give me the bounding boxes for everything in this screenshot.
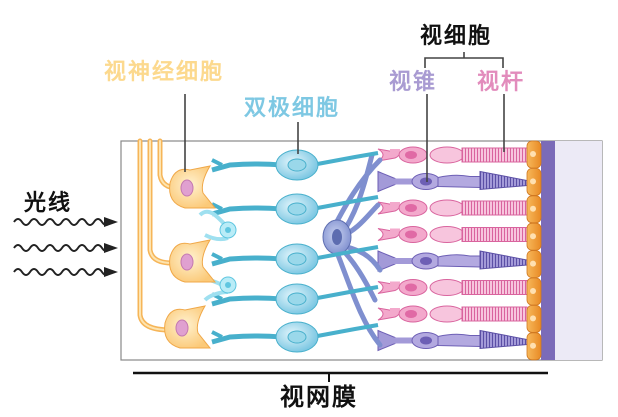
amacrine-cells bbox=[198, 209, 237, 302]
bipolar-cell bbox=[211, 283, 379, 315]
ganglion-cell bbox=[169, 165, 217, 209]
cone-cell bbox=[377, 250, 528, 272]
rod-cell bbox=[377, 279, 528, 296]
cone-cell bbox=[377, 170, 528, 193]
arrow-head-icon bbox=[104, 217, 118, 227]
horizontal-cell bbox=[322, 152, 383, 348]
arrow-head-icon bbox=[104, 243, 118, 253]
ganglion-cell bbox=[164, 305, 212, 349]
ganglion-layer bbox=[164, 165, 217, 349]
bipolar-layer bbox=[211, 149, 379, 353]
bipolar-cell bbox=[211, 321, 379, 353]
light-wave bbox=[13, 268, 111, 276]
photoreceptor-cells-label: 视细胞 bbox=[420, 24, 493, 49]
rod-cell bbox=[377, 226, 528, 243]
leader-lines bbox=[133, 52, 548, 382]
light-wave bbox=[13, 244, 111, 252]
rod-cell bbox=[377, 199, 528, 217]
bipolar-cell bbox=[211, 149, 379, 181]
ganglion-cells-label: 视神经细胞 bbox=[104, 60, 225, 85]
cone-cell bbox=[377, 329, 528, 352]
rod-cell bbox=[377, 305, 528, 323]
choroid-layer bbox=[541, 141, 555, 360]
bipolar-cell bbox=[211, 193, 379, 225]
cones-label: 视锥 bbox=[389, 70, 438, 95]
light-label: 光线 bbox=[24, 191, 73, 216]
arrow-head-icon bbox=[104, 267, 118, 277]
choroid-region bbox=[555, 141, 602, 360]
rod-cell bbox=[377, 146, 528, 164]
light-rays bbox=[13, 217, 118, 277]
ganglion-cell bbox=[169, 239, 217, 283]
rods-label: 视杆 bbox=[477, 70, 526, 95]
pigment-epithelium bbox=[526, 140, 542, 361]
bipolar-cells-label: 双极细胞 bbox=[244, 96, 341, 121]
light-wave bbox=[13, 218, 111, 226]
photoreceptor-layer bbox=[377, 146, 528, 352]
bipolar-cell bbox=[211, 243, 379, 275]
retina-label: 视网膜 bbox=[280, 383, 358, 411]
